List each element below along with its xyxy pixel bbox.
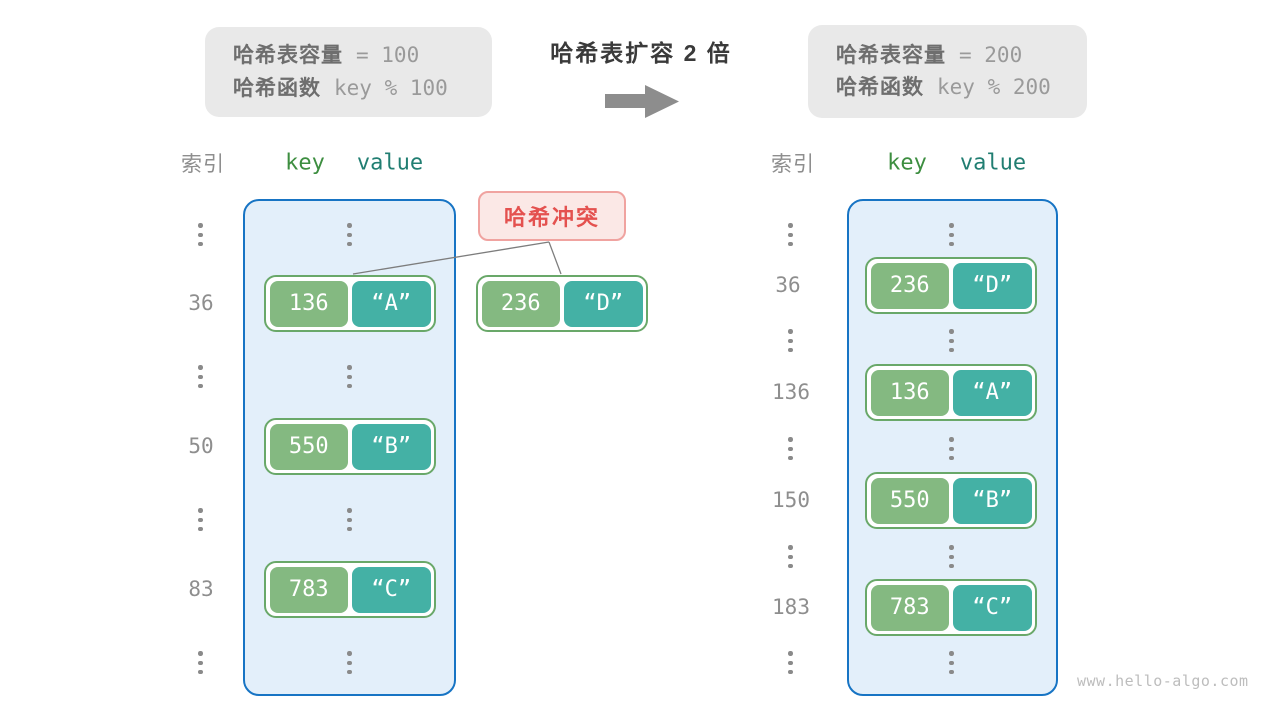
pair-136-A: 136 “A” xyxy=(264,275,436,332)
pair-value: “C” xyxy=(352,566,431,613)
capacity-label: 哈希表容量 xyxy=(836,43,946,67)
hash-function-label: 哈希函数 xyxy=(233,76,321,100)
pair-key: 236 xyxy=(481,280,560,327)
ellipsis-icon xyxy=(949,327,954,355)
pair-key: 236 xyxy=(870,262,949,309)
pair-value: “D” xyxy=(564,280,643,327)
capacity-line: 哈希表容量 = 200 xyxy=(836,43,1087,68)
right-index-136: 136 xyxy=(772,380,810,404)
ellipsis-icon xyxy=(198,649,203,677)
hash-function-line: 哈希函数 key % 200 xyxy=(836,75,1087,100)
site-watermark: www.hello-algo.com xyxy=(1077,672,1249,690)
ellipsis-icon xyxy=(949,435,954,463)
right-header-index: 索引 xyxy=(771,153,815,176)
ellipsis-icon xyxy=(949,221,954,249)
left-index-36: 36 xyxy=(188,291,214,315)
ellipsis-icon xyxy=(788,221,793,249)
pair-key: 550 xyxy=(870,477,949,524)
pair-key: 783 xyxy=(269,566,348,613)
pair-136-A: 136 “A” xyxy=(865,364,1037,421)
ellipsis-icon xyxy=(788,435,793,463)
pair-value: “B” xyxy=(953,477,1032,524)
right-index-150: 150 xyxy=(772,488,810,512)
pair-value: “B” xyxy=(352,423,431,470)
right-index-183: 183 xyxy=(772,595,810,619)
pair-236-D: 236 “D” xyxy=(476,275,648,332)
ellipsis-icon xyxy=(788,543,793,571)
info-box-capacity-200: 哈希表容量 = 200 哈希函数 key % 200 xyxy=(808,25,1087,118)
ellipsis-icon xyxy=(949,649,954,677)
pair-236-D: 236 “D” xyxy=(865,257,1037,314)
capacity-value: = 100 xyxy=(356,43,420,68)
capacity-label: 哈希表容量 xyxy=(233,44,343,68)
pair-key: 136 xyxy=(870,369,949,416)
ellipsis-icon xyxy=(347,221,352,249)
info-box-capacity-100: 哈希表容量 = 100 哈希函数 key % 100 xyxy=(205,27,492,117)
left-header-value: value xyxy=(356,150,424,176)
hash-function-label: 哈希函数 xyxy=(836,76,924,99)
ellipsis-icon xyxy=(347,649,352,677)
left-header-index: 索引 xyxy=(181,153,225,176)
ellipsis-icon xyxy=(949,543,954,571)
ellipsis-icon xyxy=(347,363,352,391)
hash-function-value: key % 100 xyxy=(334,75,448,100)
capacity-value: = 200 xyxy=(959,42,1023,67)
ellipsis-icon xyxy=(198,363,203,391)
ellipsis-icon xyxy=(347,506,352,534)
left-header-key: key xyxy=(285,150,325,176)
left-index-83: 83 xyxy=(188,577,214,601)
pair-value: “A” xyxy=(352,280,431,327)
pair-value: “D” xyxy=(953,262,1032,309)
capacity-line: 哈希表容量 = 100 xyxy=(233,43,492,68)
ellipsis-icon xyxy=(198,221,203,249)
right-index-36: 36 xyxy=(775,273,801,297)
ellipsis-icon xyxy=(198,506,203,534)
pair-key: 783 xyxy=(870,584,949,631)
resize-title: 哈希表扩容 2 倍 xyxy=(550,40,732,66)
ellipsis-icon xyxy=(788,327,793,355)
pair-783-C: 783 “C” xyxy=(264,561,436,618)
right-arrow-icon xyxy=(605,85,679,118)
pair-550-B: 550 “B” xyxy=(264,418,436,475)
right-header-value: value xyxy=(959,150,1027,176)
pair-value: “C” xyxy=(953,584,1032,631)
pair-value: “A” xyxy=(953,369,1032,416)
hash-function-value: key % 200 xyxy=(937,75,1051,99)
hash-function-line: 哈希函数 key % 100 xyxy=(233,76,492,101)
pair-550-B: 550 “B” xyxy=(865,472,1037,529)
pair-key: 136 xyxy=(269,280,348,327)
pair-key: 550 xyxy=(269,423,348,470)
hash-collision-label: 哈希冲突 xyxy=(478,191,626,241)
left-index-50: 50 xyxy=(188,434,214,458)
right-header-key: key xyxy=(887,150,927,176)
pair-783-C: 783 “C” xyxy=(865,579,1037,636)
ellipsis-icon xyxy=(788,649,793,677)
